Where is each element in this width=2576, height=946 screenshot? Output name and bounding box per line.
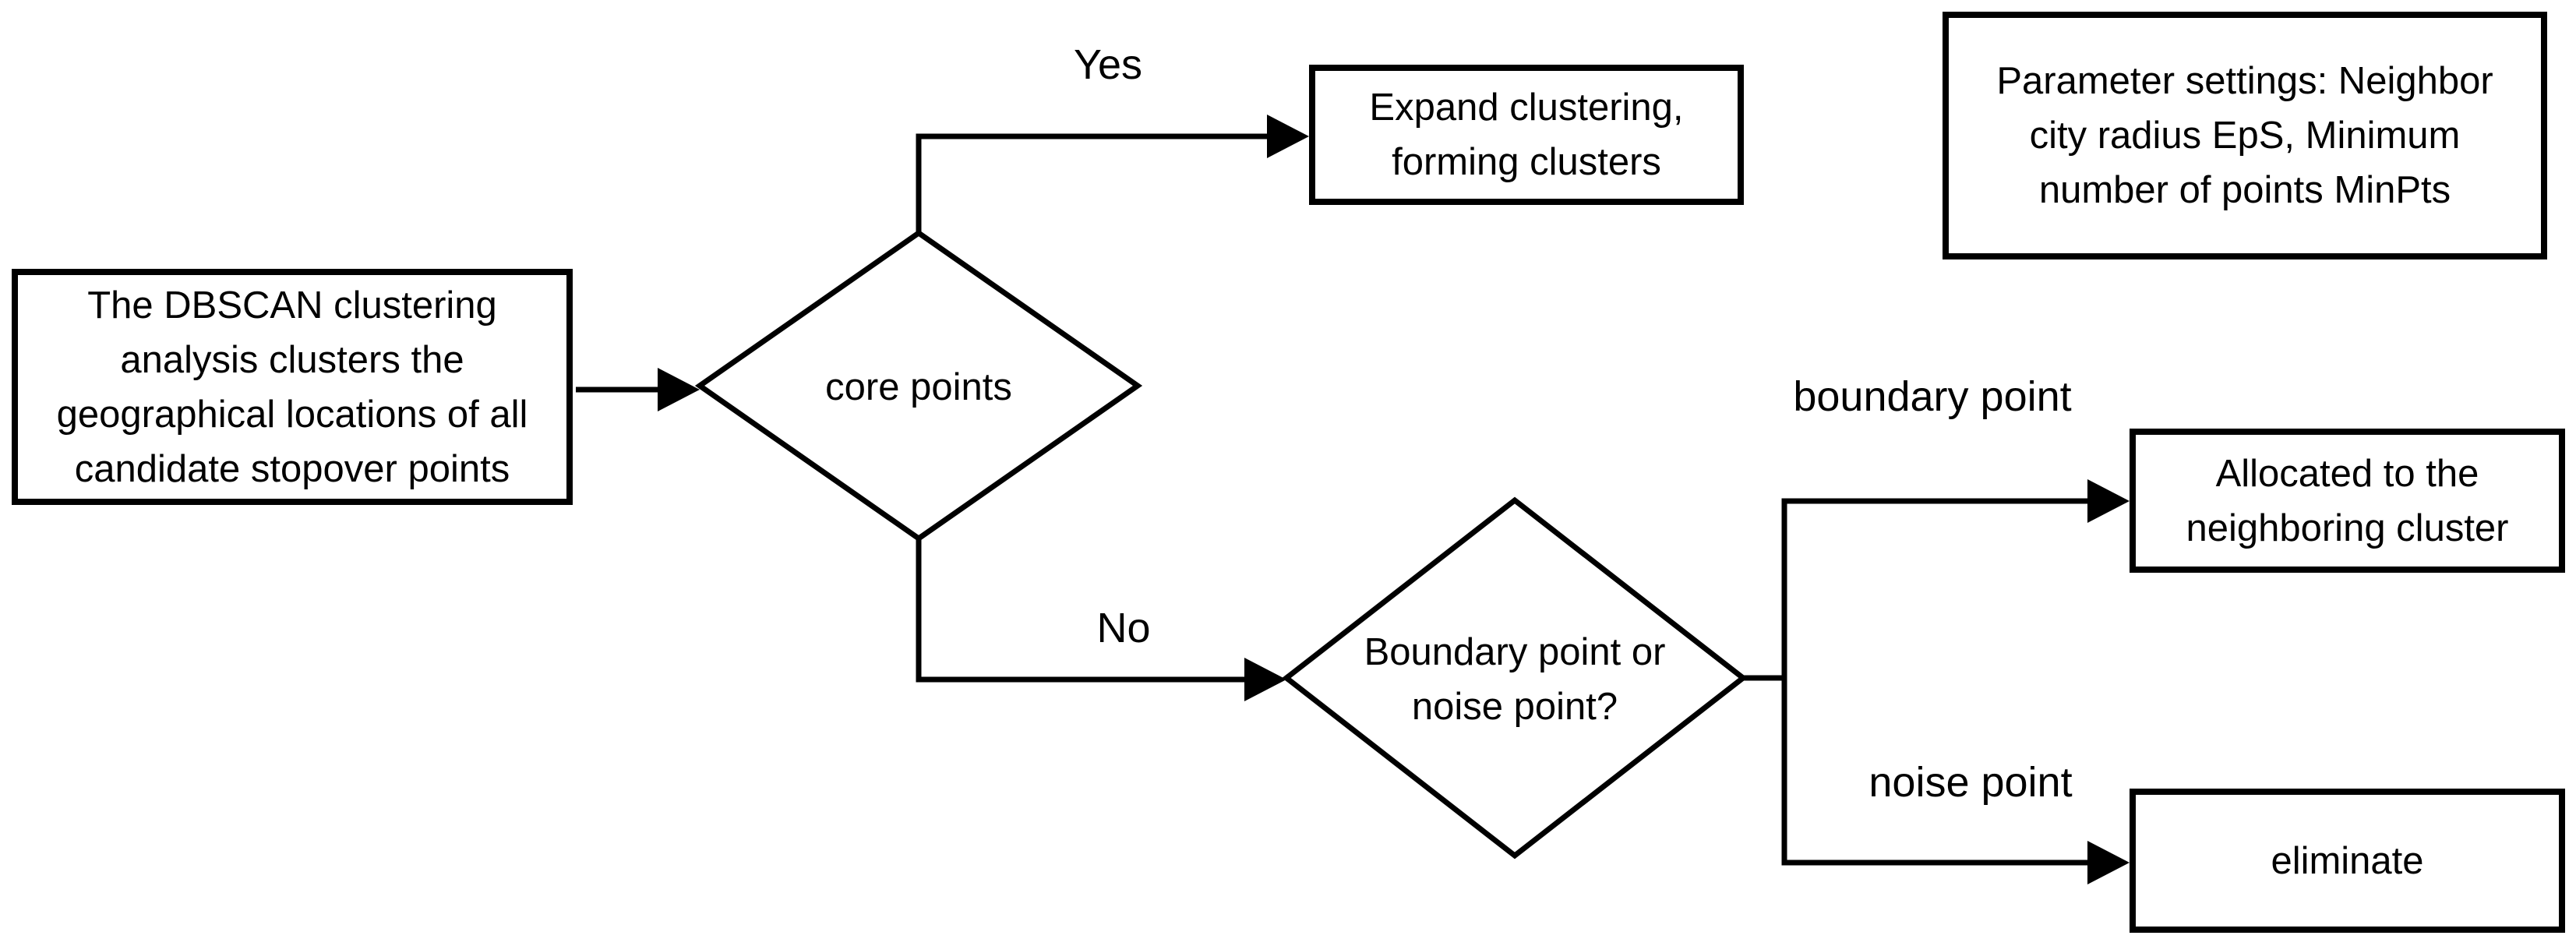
node-text-line: Boundary point or <box>1364 631 1666 673</box>
node-text-line: Expand clustering, <box>1369 86 1684 129</box>
node-parameter-settings: Parameter settings: Neighbor city radius… <box>1943 12 2547 259</box>
node-text-line: geographical locations of all <box>56 393 528 436</box>
arrowhead-into-core-diamond <box>658 368 700 411</box>
edge-split-rail <box>1781 498 2094 866</box>
decision-core-points-shape <box>694 229 1143 542</box>
arrowhead-into-expand-box <box>1267 115 1309 158</box>
node-dbscan-start: The DBSCAN clustering analysis clusters … <box>12 269 573 505</box>
node-text-line: forming clusters <box>1392 141 1661 183</box>
arrowhead-into-eliminate-box <box>2087 841 2130 884</box>
node-text-line: candidate stopover points <box>74 447 510 490</box>
node-text-line: analysis clusters the <box>120 338 464 381</box>
arrowhead-into-boundary-diamond <box>1244 658 1286 701</box>
decision-core-points-label: core points <box>825 360 1012 415</box>
edge-no-branch <box>916 535 1251 683</box>
edge-label-yes: Yes <box>1073 41 1143 88</box>
edge-label-boundary-point: boundary point <box>1793 373 2072 420</box>
node-text-line: core points <box>825 366 1012 408</box>
node-allocated-to-cluster: Allocated to the neighboring cluster <box>2130 429 2565 573</box>
node-text-line: eliminate <box>2271 839 2424 882</box>
node-text-line: noise point? <box>1411 686 1618 728</box>
edge-label-no: No <box>1096 605 1151 651</box>
edge-yes-branch <box>916 133 1273 236</box>
node-text-line: number of points MinPts <box>2038 169 2451 211</box>
node-eliminate: eliminate <box>2130 789 2565 933</box>
node-text-line: Parameter settings: Neighbor <box>1996 60 2493 102</box>
arrowhead-into-allocated-box <box>2087 479 2130 523</box>
decision-boundary-noise-label: Boundary point or noise point? <box>1364 625 1666 734</box>
node-text-line: neighboring cluster <box>2186 507 2509 549</box>
edge-label-noise-point: noise point <box>1868 759 2073 806</box>
node-expand-clustering: Expand clustering, forming clusters <box>1309 65 1744 205</box>
node-text-line: Allocated to the <box>2215 452 2479 495</box>
node-text-line: city radius EpS, Minimum <box>2029 115 2461 157</box>
node-text-line: The DBSCAN clustering <box>87 284 497 327</box>
